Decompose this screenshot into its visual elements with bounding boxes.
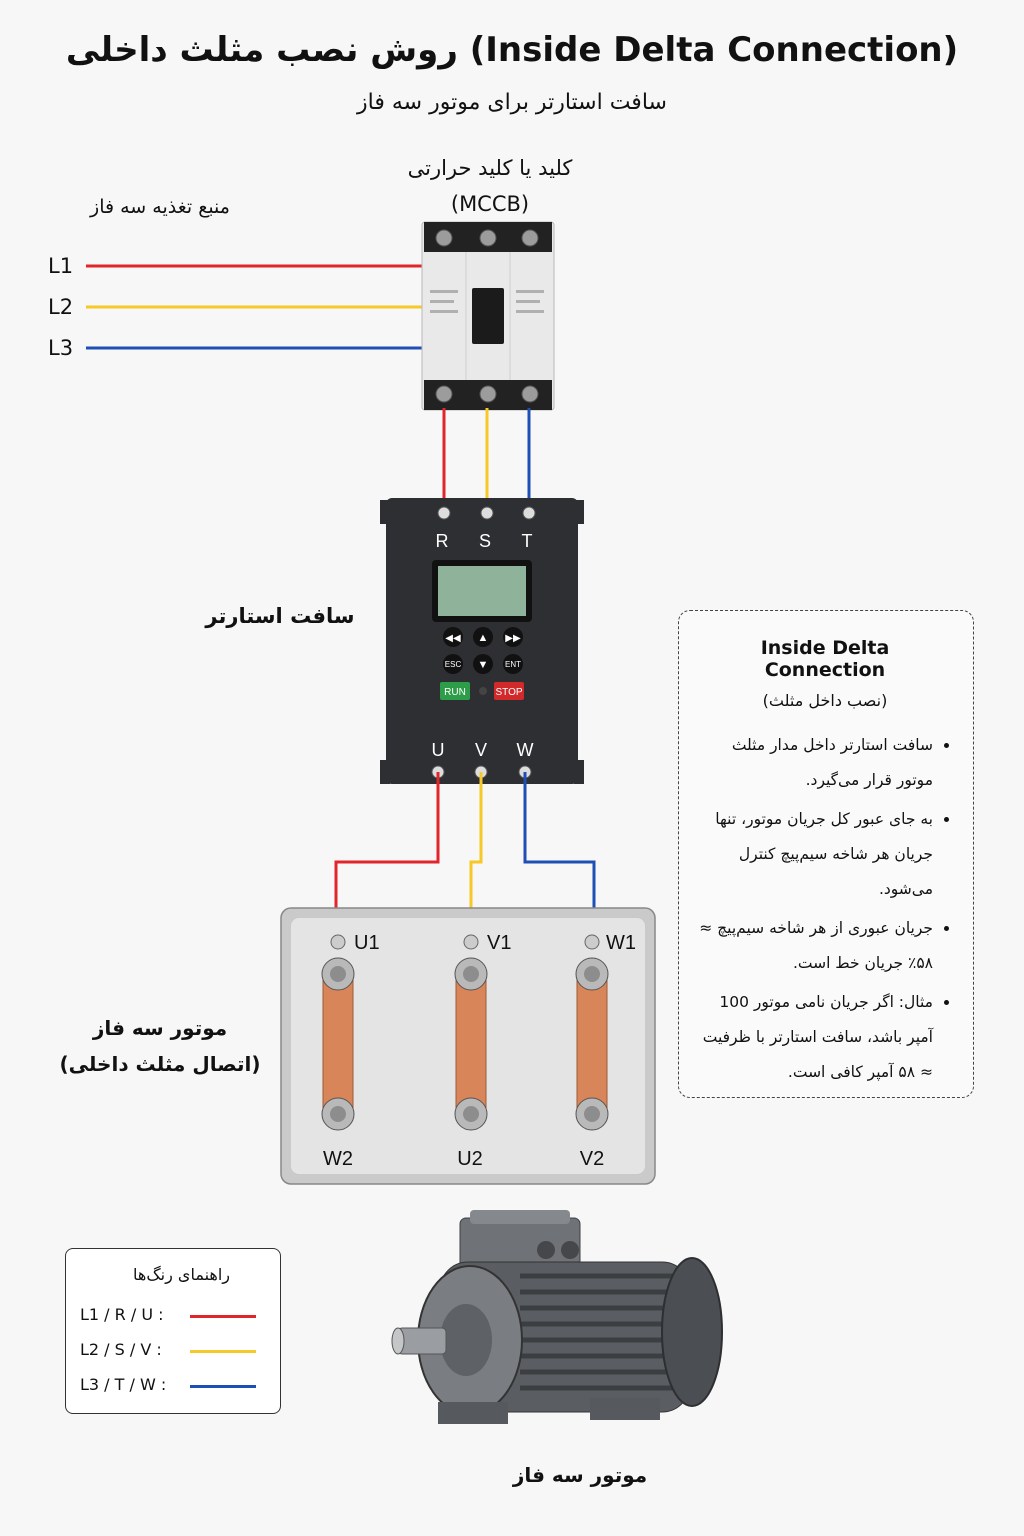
stop-button[interactable]: STOP [494, 682, 524, 700]
breaker-name: کلید یا کلید حرارتی [407, 156, 573, 180]
terminal-w1: W1 [606, 932, 636, 954]
legend-label-3: L3 / T / W : [80, 1375, 167, 1394]
legend-title: راهنمای رنگ‌ها [133, 1265, 230, 1284]
terminal-w2: W2 [323, 1148, 353, 1170]
svg-text:STOP: STOP [495, 687, 522, 698]
terminal-u2: U2 [457, 1148, 483, 1170]
forward-button[interactable]: ▶▶ [503, 627, 523, 647]
terminal-v2: V2 [580, 1148, 604, 1170]
mccb-toggle-handle[interactable] [472, 288, 504, 344]
motor-connection-line1: موتور سه فاز [92, 1016, 228, 1040]
line-label-l3: L3 [48, 336, 74, 360]
wire-v-to-v1 [469, 772, 483, 935]
rewind-button[interactable]: ◀◀ [443, 627, 463, 647]
line-label-l2: L2 [48, 295, 74, 319]
down-arrow-icon: ▼ [478, 659, 489, 671]
motor-connection-line2: (اتصال مثلث داخلی) [59, 1052, 261, 1076]
rewind-icon: ◀◀ [445, 633, 461, 644]
motor-caption: موتور سه فاز [512, 1463, 648, 1487]
motor-connection-title: موتور سه فاز (اتصال مثلث داخلی) [40, 1010, 280, 1082]
legend-label-1: L1 / R / U : [80, 1305, 164, 1324]
legend-label-2: L2 / S / V : [80, 1340, 162, 1359]
legend-swatch-1 [190, 1315, 256, 1318]
page-title: روش نصب مثلث داخلی (Inside Delta Connect… [65, 30, 959, 70]
terminal-link-3 [575, 934, 609, 1131]
terminal-s: S [479, 531, 491, 551]
breaker-code: (MCCB) [450, 192, 530, 216]
terminal-v1: V1 [487, 932, 511, 954]
terminal-u: U [432, 740, 445, 760]
status-led [479, 687, 487, 695]
forward-icon: ▶▶ [505, 633, 521, 644]
terminal-v: V [475, 740, 487, 760]
terminal-u1: U1 [354, 932, 380, 954]
svg-text:ESC: ESC [445, 660, 462, 669]
down-button[interactable]: ▼ [473, 654, 493, 674]
info-list: سافت استارتر داخل مدار مثلث موتور قرار م… [699, 728, 951, 1090]
supply-title: منبع تغذیه سه فاز [90, 196, 230, 218]
terminal-t: T [522, 531, 533, 551]
legend-swatch-2 [190, 1350, 256, 1353]
svg-text:ENT: ENT [505, 660, 521, 669]
terminal-link-1 [321, 934, 355, 1131]
run-button[interactable]: RUN [440, 682, 470, 700]
terminal-link-2 [454, 934, 488, 1131]
info-subtitle: (نصب داخل مثلث) [762, 691, 888, 710]
line-label-l1: L1 [48, 254, 74, 278]
wire-w-to-w1 [523, 772, 596, 935]
page-subtitle: سافت استارتر برای موتور سه فاز [357, 90, 667, 115]
color-legend: راهنمای رنگ‌ها L1 / R / U : L2 / S / V :… [65, 1248, 281, 1414]
lcd-display [438, 566, 526, 616]
info-box: Inside Delta Connection (نصب داخل مثلث) … [678, 610, 974, 1098]
wire-u-to-u1 [334, 772, 440, 935]
svg-text:RUN: RUN [444, 687, 466, 698]
esc-button[interactable]: ESC [443, 654, 463, 674]
info-item: جریان عبوری از هر شاخه سیم‌پیچ ≈ ۵۸٪ جری… [699, 911, 933, 981]
up-button[interactable]: ▲ [473, 627, 493, 647]
softstarter-title: سافت استارتر [205, 604, 355, 628]
ent-button[interactable]: ENT [503, 654, 523, 674]
info-item: سافت استارتر داخل مدار مثلث موتور قرار م… [699, 728, 933, 798]
legend-swatch-3 [190, 1385, 256, 1388]
info-title: Inside Delta Connection [760, 637, 890, 681]
mccb-breaker [421, 221, 555, 411]
terminal-r: R [436, 531, 449, 551]
info-item: مثال: اگر جریان نامی موتور 100 آمپر باشد… [699, 985, 933, 1090]
terminal-w: W [517, 740, 534, 760]
breaker-title: کلید یا کلید حرارتی (MCCB) [330, 150, 650, 222]
up-arrow-icon: ▲ [478, 632, 489, 644]
info-item: به جای عبور کل جریان موتور، تنها جریان ه… [699, 802, 933, 907]
motor-illustration [391, 1210, 723, 1424]
